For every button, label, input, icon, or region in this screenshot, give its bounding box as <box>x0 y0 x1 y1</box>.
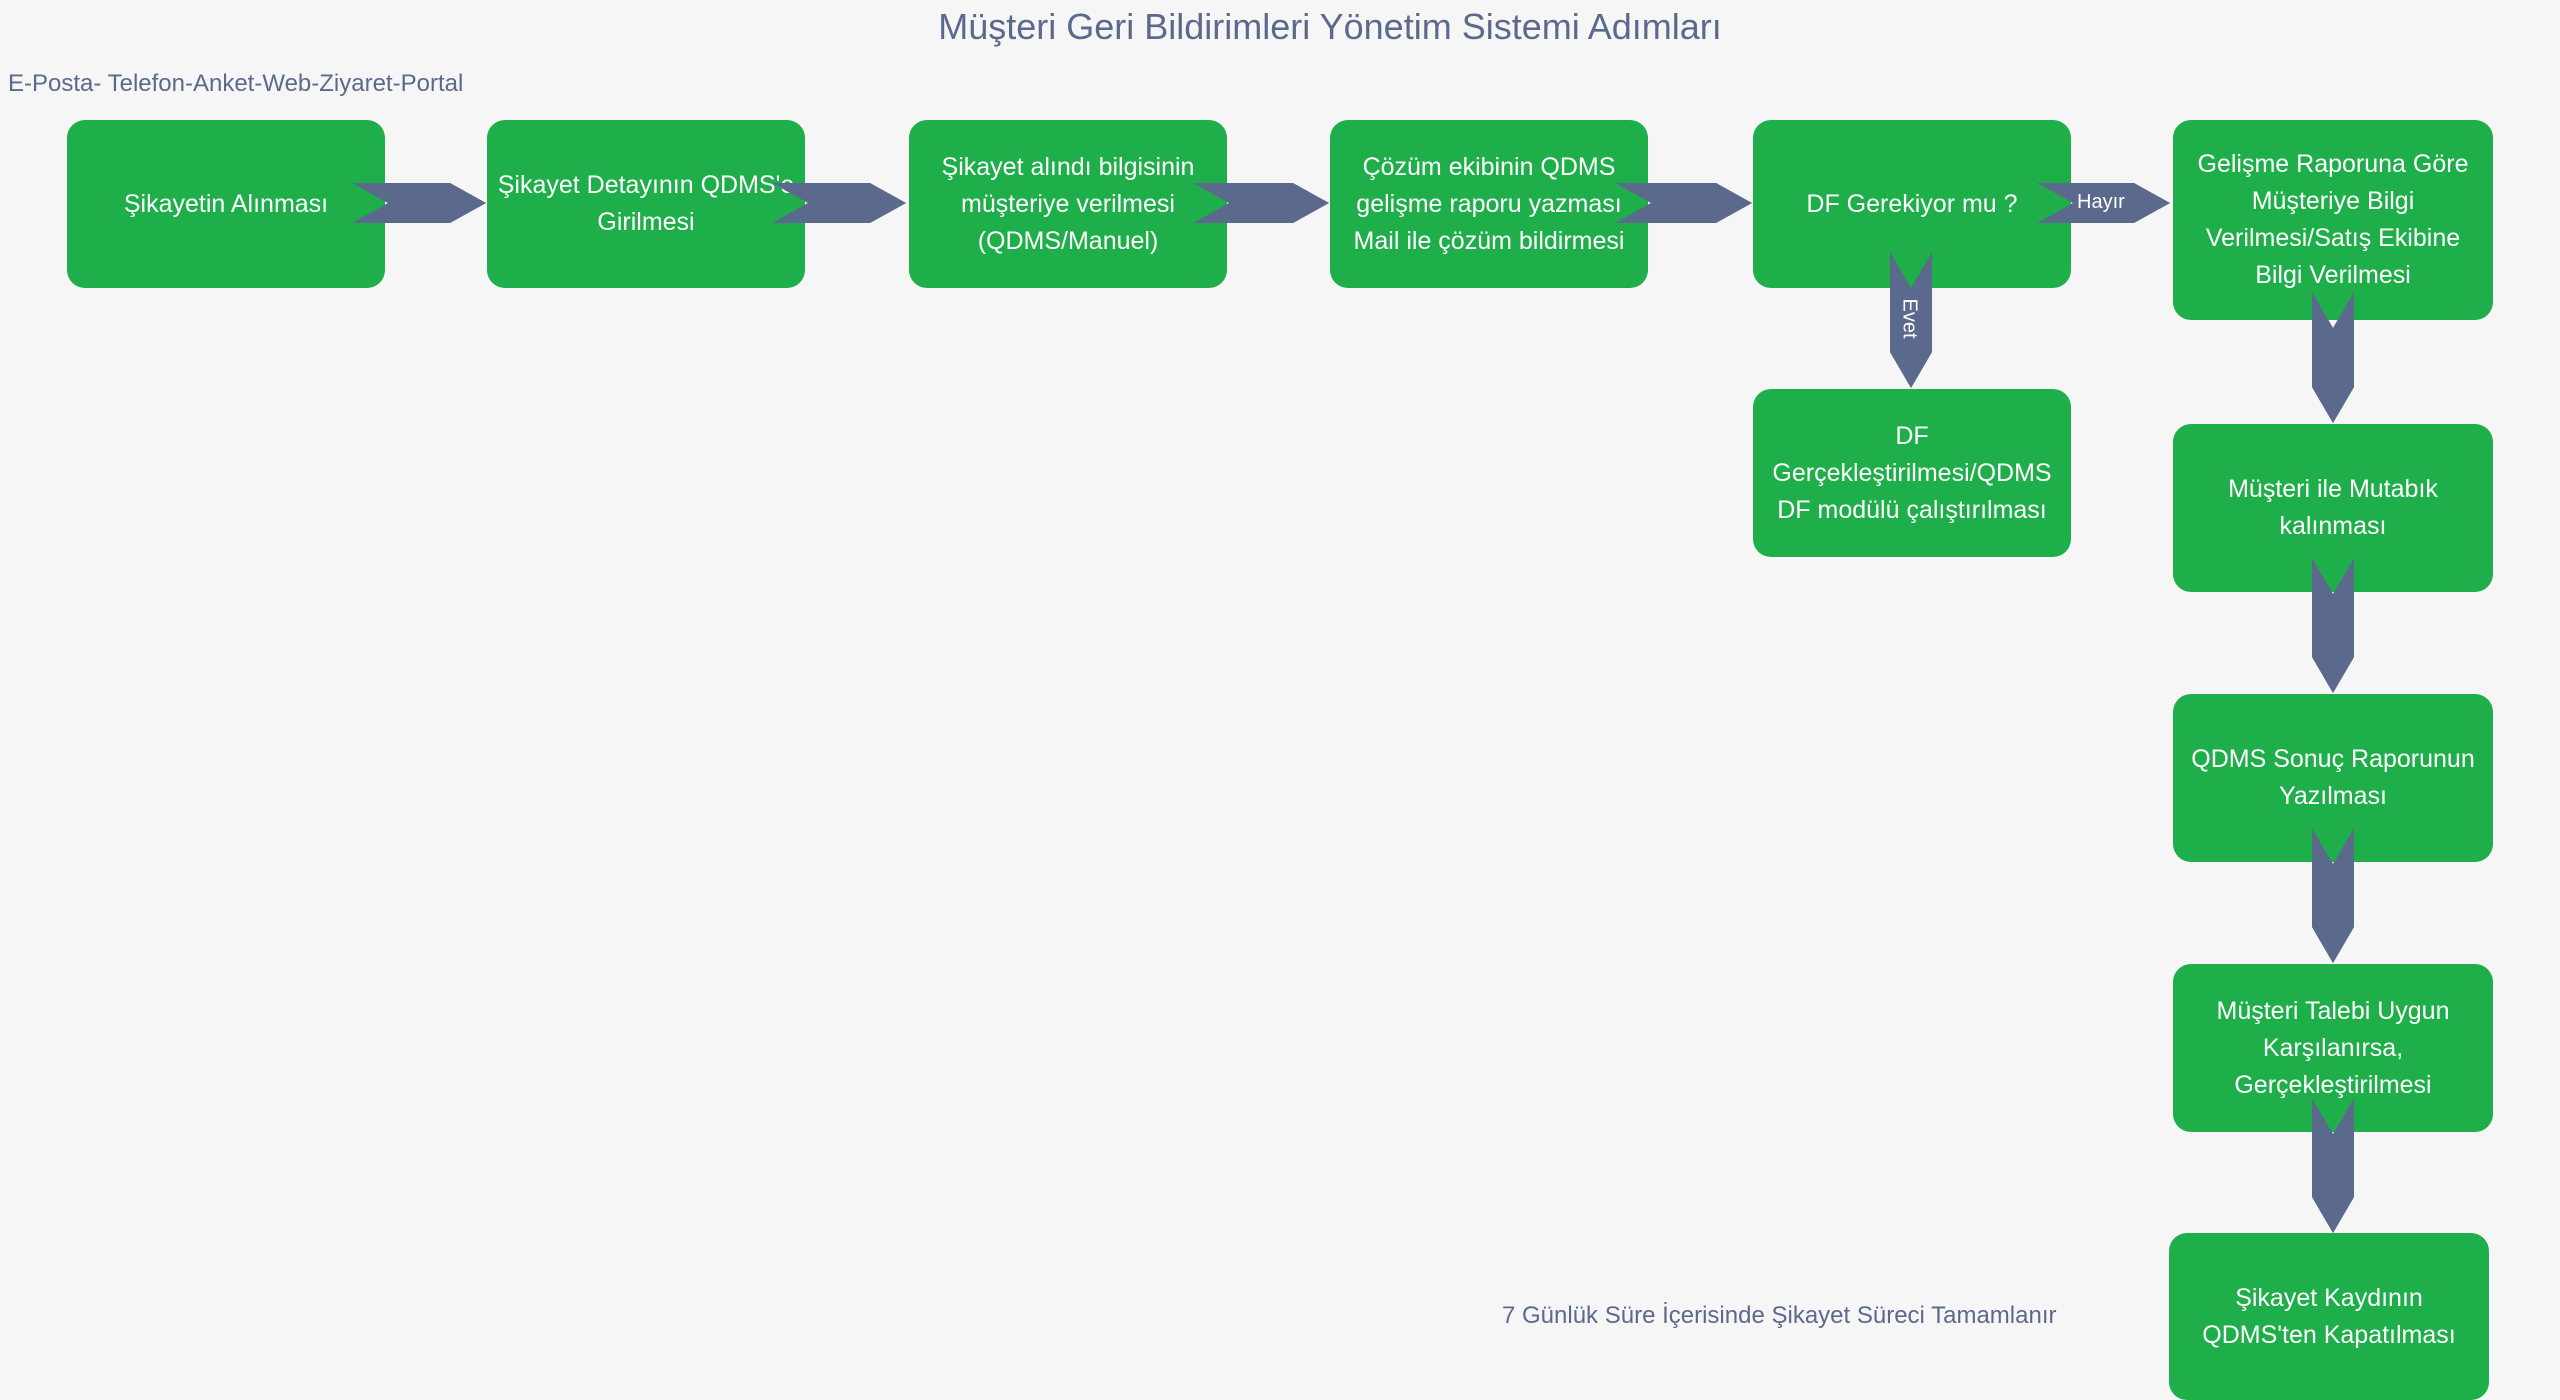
step-complaint-received: Şikayetin Alınması <box>67 120 385 288</box>
step-fulfil-customer-request: Müşteri Talebi Uygun Karşılanırsa, Gerçe… <box>2173 964 2493 1132</box>
step-inform-customer-sales: Gelişme Raporuna Göre Müşteriye Bilgi Ve… <box>2173 120 2493 320</box>
step-solution-team-report: Çözüm ekibinin QDMS gelişme raporu yazma… <box>1330 120 1648 288</box>
step-notify-customer: Şikayet alındı bilgisinin müşteriye veri… <box>909 120 1227 288</box>
edge-label-yes: Evet <box>1898 298 1921 339</box>
decision-df-required: DF Gerekiyor mu ? <box>1753 120 2071 288</box>
step-enter-details-qdms: Şikayet Detayının QDMS'e Girilmesi <box>487 120 805 288</box>
edge-label-no: Hayır <box>2077 191 2125 213</box>
process-duration-note: 7 Günlük Süre İçerisinde Şikayet Süreci … <box>1502 1302 2057 1329</box>
step-agreement-with-customer: Müşteri ile Mutabık kalınması <box>2173 424 2493 592</box>
input-channels-label: E-Posta- Telefon-Anket-Web-Ziyaret-Porta… <box>8 70 464 97</box>
diagram-title: Müşteri Geri Bildirimleri Yönetim Sistem… <box>938 6 1722 47</box>
step-qdms-result-report: QDMS Sonuç Raporunun Yazılması <box>2173 694 2493 862</box>
step-df-execution: DF Gerçekleştirilmesi/QDMS DF modülü çal… <box>1753 389 2071 557</box>
step-close-complaint-record: Şikayet Kaydının QDMS'ten Kapatılması <box>2169 1233 2489 1400</box>
